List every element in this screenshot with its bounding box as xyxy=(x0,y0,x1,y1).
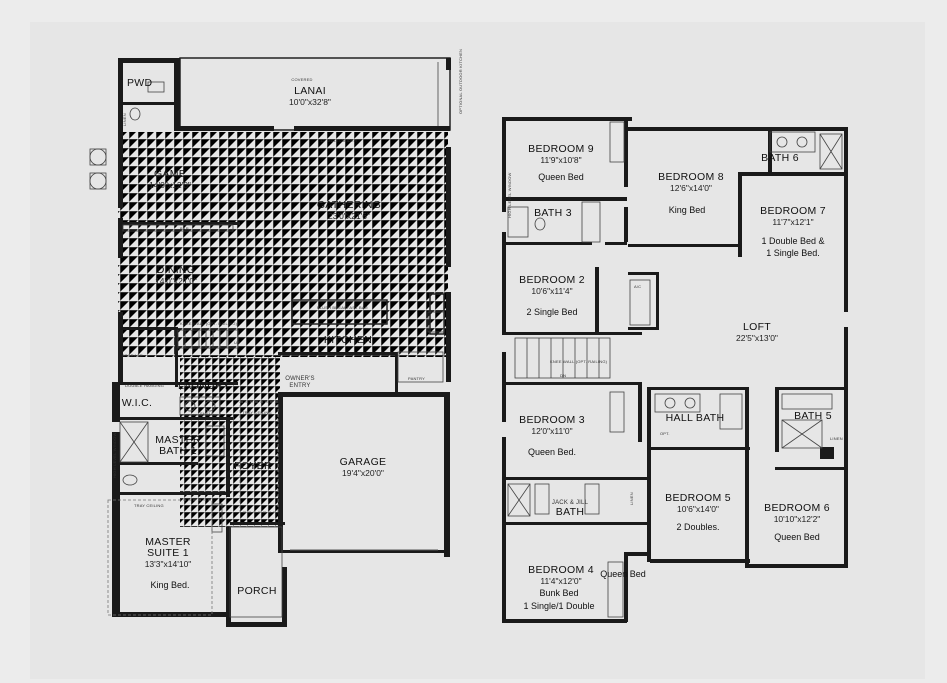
bedroom2-label: BEDROOM 2 xyxy=(519,274,585,286)
bath3-label: BATH 3 xyxy=(534,207,572,219)
tile-floor-main xyxy=(118,132,448,357)
owners-entry-label-2: ENTRY xyxy=(289,383,310,389)
bedroom5-dim: 10'6"x14'0" xyxy=(677,504,719,514)
high-window-label-2: HIGH LEVEL WINDOW xyxy=(507,172,512,218)
lanai-tag: COVERED xyxy=(291,77,312,82)
owners-entry-label-1: OWNER'S xyxy=(285,376,315,382)
bedroom7-note-2: 1 Single Bed. xyxy=(766,248,820,258)
bedroom3-label: BEDROOM 3 xyxy=(519,414,585,426)
game-dim: 14'0"x12'0" xyxy=(149,180,191,190)
linen-label-3: LINEN xyxy=(629,492,634,505)
bar-counter xyxy=(122,224,234,232)
master-suite-note: King Bed. xyxy=(150,580,189,590)
linen-label-2: LINEN xyxy=(830,436,843,441)
bedroom5-label: BEDROOM 5 xyxy=(665,492,731,504)
bedroom7-label: BEDROOM 7 xyxy=(760,205,826,217)
garage-label: GARAGE xyxy=(340,456,387,468)
bedroom8-dim: 12'6"x14'0" xyxy=(670,183,712,193)
jack-jill-label-1: JACK & JILL xyxy=(552,500,589,506)
master-bath-label-2: BATH 1 xyxy=(159,445,197,457)
opt-label: OPT. xyxy=(660,431,670,436)
flush-bar-label: FLUSH BREAKFAST BAR xyxy=(317,305,368,310)
bedroom9-dim: 11'9"x10'8" xyxy=(540,155,581,165)
knee-wall-label-2: KNEE WALL (OPT. RAILING) xyxy=(550,359,608,364)
slider-label: 12' MULTI-SLIDER xyxy=(320,138,357,143)
bath6-label: BATH 6 xyxy=(761,152,799,164)
bedroom4-label: BEDROOM 4 xyxy=(528,564,594,576)
bedroom6-dim: 10'10"x12'2" xyxy=(774,514,821,524)
high-window-label: HIGH LEVEL WINDOW xyxy=(112,432,117,478)
floor-plan-drawing: PWD COVERED LANAI 10'0"x32'8" GAME 14'0"… xyxy=(89,49,848,627)
master-suite-dim: 13'3"x14'10" xyxy=(145,559,192,569)
bath5-label: BATH 5 xyxy=(794,410,832,422)
storage-label: STORAGE xyxy=(122,353,143,358)
bedroom6-label: BEDROOM 6 xyxy=(764,502,830,514)
bedroom4-note-2: 1 Single/1 Double xyxy=(523,601,594,611)
first-floor-plan: PWD COVERED LANAI 10'0"x32'8" GAME 14'0"… xyxy=(89,49,463,627)
bedroom5-note: 2 Doubles. xyxy=(676,522,719,532)
master-bath-label-1: MASTER xyxy=(155,434,201,446)
bedroom9-label: BEDROOM 9 xyxy=(528,143,594,155)
laundry-label: LAUNDRY xyxy=(178,380,230,392)
hall-bath-label: HALL BATH xyxy=(666,412,725,424)
bedroom7-note: 1 Double Bed & xyxy=(761,236,824,246)
bedroom4-note: Bunk Bed xyxy=(539,588,578,598)
ac-label: A/C xyxy=(634,284,641,289)
knee-wall-label: KNEE WALL (OPT. RAILING) xyxy=(180,321,238,326)
outdoor-kitchen-label: OPTIONAL OUTDOOR KITCHEN xyxy=(458,49,463,114)
lanai-label: LANAI xyxy=(294,85,326,97)
game-label: GAME xyxy=(154,168,186,180)
dining-label: DINING xyxy=(157,264,196,276)
loft-dim: 22'5"x13'0" xyxy=(736,333,778,343)
master-suite-label-1: MASTER xyxy=(145,536,191,548)
garage-dim: 19'4"x20'0" xyxy=(342,468,384,478)
kitchen-island xyxy=(291,299,388,325)
gathering-dim: 23'0"x21'6" xyxy=(328,211,370,221)
bedroom3-note: Queen Bed. xyxy=(528,447,576,457)
kitchen-label: KITCHEN xyxy=(324,334,372,346)
up-label: UP xyxy=(234,340,240,345)
wic-label: W.I.C. xyxy=(122,397,152,409)
pwd-label: PWD xyxy=(127,77,153,89)
bedroom7-dim: 11'7"x12'1" xyxy=(772,217,813,227)
linen-label: LINEN xyxy=(122,113,127,126)
second-floor-plan: BEDROOM 9 11'9"x10'8" Queen Bed BEDROOM … xyxy=(502,117,848,623)
bedroom6-note: Queen Bed xyxy=(774,532,820,542)
tray-ceiling-label: TRAY CEILING xyxy=(134,503,164,508)
bedroom3-dim: 12'0"x11'0" xyxy=(531,426,572,436)
tray-ceiling-label-2: TRAY CEILING xyxy=(242,410,272,415)
bedroom8-label: BEDROOM 8 xyxy=(658,171,724,183)
porch-label: PORCH xyxy=(237,585,276,597)
bedroom8-note: King Bed xyxy=(669,205,706,215)
pantry-label: PANTRY xyxy=(408,376,425,381)
master-suite-label-2: SUITE 1 xyxy=(147,547,189,559)
loft-label: LOFT xyxy=(743,321,771,333)
dn-label: DN xyxy=(560,373,566,378)
floor-plan-sheet: PWD COVERED LANAI 10'0"x32'8" GAME 14'0"… xyxy=(30,22,925,679)
bedroom2-dim: 10'6"x11'4" xyxy=(531,286,572,296)
bar-label: BAR xyxy=(180,226,189,231)
bedroom2-note: 2 Single Bed xyxy=(526,307,577,317)
dining-dim: 14'0"x21'0" xyxy=(155,276,197,286)
bedroom4-extra: Queen Bed xyxy=(600,569,646,579)
bedroom9-note: Queen Bed xyxy=(538,172,584,182)
bedroom4-dim: 11'4"x12'0" xyxy=(540,576,581,586)
double-hanging-label: DOUBLE HANGING xyxy=(125,383,164,388)
foyer-label: FOYER xyxy=(234,460,272,472)
lanai-dim: 10'0"x32'8" xyxy=(289,97,331,107)
jack-jill-label-2: BATH xyxy=(556,506,584,518)
gathering-label: GATHERING xyxy=(317,199,381,211)
shelf-label: SHELF xyxy=(200,411,214,416)
